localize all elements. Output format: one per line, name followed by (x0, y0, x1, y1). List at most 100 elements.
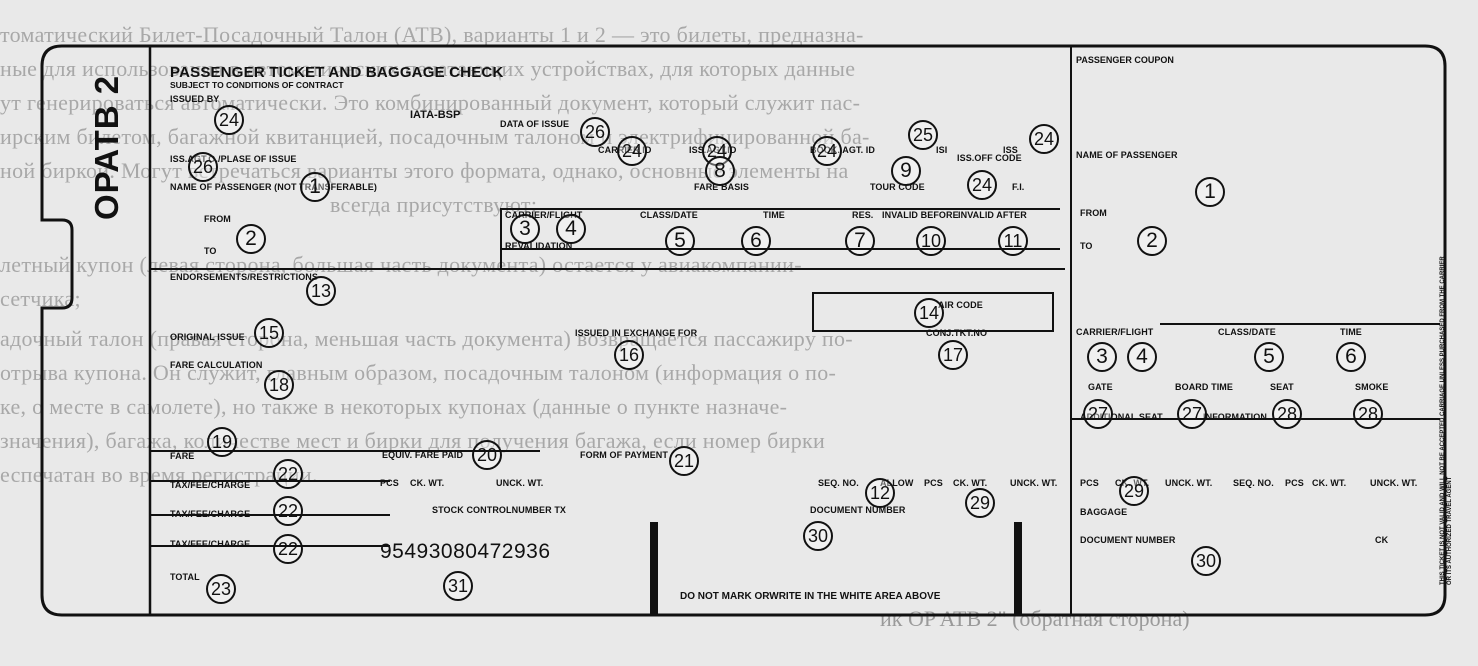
label-r-smoke: SMOKE (1355, 382, 1389, 392)
ticket-side-label: OPATB 2 (88, 74, 125, 220)
divider-line (500, 248, 1060, 250)
label-fare-calculation: FARE CALCULATION (170, 360, 263, 370)
label-issued-by: ISSUED BY (170, 94, 220, 104)
label-allow: ALLOW (880, 478, 914, 488)
marker-m-fare-basis: 8 (705, 156, 735, 186)
label-pcs: PCS (380, 478, 399, 488)
thick-bar (650, 522, 658, 614)
marker-m-tour: 9 (891, 156, 921, 186)
label-pcs2: PCS (924, 478, 943, 488)
label-ck-wt2: CK. WT. (953, 478, 988, 488)
label-isi: ISI (936, 145, 948, 155)
thick-bar (1014, 522, 1022, 614)
marker-m-date-issue: 26 (580, 117, 610, 147)
label-date-of-issue: DATA OF ISSUE (500, 119, 570, 129)
marker-m-carrier: 3 (510, 214, 540, 244)
marker-m-fare-calc: 18 (264, 370, 294, 400)
label-total: TOTAL (170, 572, 200, 582)
label-unck-wt2: UNCK. WT. (1010, 478, 1058, 488)
marker-m-tax2: 22 (273, 496, 303, 526)
label-to: TO (204, 246, 217, 256)
label-r-information: INFORMATION (1203, 412, 1267, 422)
label-r-unck-wt: UNCK. WT. (1165, 478, 1213, 488)
label-seq-no: SEQ. NO. (818, 478, 859, 488)
marker-m-orig-issue: 15 (254, 318, 284, 348)
passenger-coupon-title: PASSENGER COUPON (1076, 55, 1174, 65)
label-r-ck: CK (1375, 535, 1389, 545)
marker-m-endorse: 13 (306, 276, 336, 306)
label-document-number: DOCUMENT NUMBER (810, 505, 906, 515)
label-res: RES. (852, 210, 874, 220)
label-r-time: TIME (1340, 327, 1362, 337)
divider-line (1070, 300, 1072, 420)
label-form-of-payment: FORM OF PAYMENT (580, 450, 669, 460)
stock-number: 95493080472936 (380, 540, 551, 563)
label-from: FROM (204, 214, 231, 224)
iata-label: IATA-BSP (410, 109, 461, 121)
label-r-from: FROM (1080, 208, 1107, 218)
divider-line (812, 330, 1052, 332)
marker-r-seat: 28 (1272, 399, 1302, 429)
background-line: всегда присутствуют: (330, 192, 538, 217)
label-endorsements: ENDORSEMENTS/RESTRICTIONS (170, 272, 319, 282)
marker-r-flight: 4 (1127, 342, 1157, 372)
marker-m-iss: 24 (1029, 124, 1059, 154)
marker-m-res: 7 (845, 226, 875, 256)
marker-m-allow: 12 (865, 478, 895, 508)
label-stock-control: STOCK CONTROLNUMBER TX (432, 505, 567, 515)
ticket-subtitle: SUBJECT TO CONDITIONS OF CONTRACT (170, 80, 344, 90)
label-original-issue: ORIGINAL ISSUE (170, 332, 245, 342)
marker-m-tax3: 22 (273, 534, 303, 564)
marker-m-flight: 4 (556, 214, 586, 244)
marker-r-to: 2 (1137, 226, 1167, 256)
marker-m-iss-place: 26 (188, 152, 218, 182)
label-fi: F.I. (1012, 182, 1025, 192)
marker-m-form-pay: 21 (669, 446, 699, 476)
marker-m-equiv: 20 (472, 440, 502, 470)
divider-line (1160, 323, 1440, 325)
marker-r-carrier: 3 (1087, 342, 1117, 372)
label-unck-wt: UNCK. WT. (496, 478, 544, 488)
divider-line (150, 514, 390, 516)
marker-r-doc: 30 (1191, 546, 1221, 576)
divider-line (150, 450, 540, 452)
divider-line (1070, 418, 1440, 420)
marker-m-stock: 31 (443, 571, 473, 601)
marker-r-board: 27 (1177, 399, 1207, 429)
marker-m-iss-off: 24 (967, 170, 997, 200)
background-line: еспечатан во время регистрации. (0, 462, 318, 487)
background-line: летный купон (левая сторона, большая час… (0, 252, 802, 277)
marker-r-gate: 27 (1083, 399, 1113, 429)
label-r-name: NAME OF PASSENGER (1076, 150, 1178, 160)
label-issued-in-exchange: ISSUED IN EXCHANGE FOR (575, 328, 698, 338)
marker-r-smoke: 28 (1353, 399, 1383, 429)
divider-line (1052, 292, 1054, 332)
marker-m-doc: 30 (803, 521, 833, 551)
label-tax1: TAX/FEE/CHARGE (170, 480, 251, 490)
label-r-pcs2: PCS (1285, 478, 1304, 488)
marker-m-time: 6 (741, 226, 771, 256)
label-fare: FARE (170, 451, 195, 461)
divider-line (545, 268, 1065, 270)
background-line: адочный талон (правая сторона, меньшая ч… (0, 326, 853, 351)
label-name-not-transferable: NAME OF PASSENGER (NOT TRANSFERABLE) (170, 182, 377, 192)
label-r-additional-seat: ADDITIONAL SEAT (1080, 412, 1163, 422)
label-iss-off-code: ISS.OFF CODE (957, 153, 1022, 163)
vertical-note: THIS TICKET IS NOT VALID AND WILL NOT BE… (1440, 256, 1453, 585)
label-invalid-before: INVALID BEFORE (882, 210, 959, 220)
label-r-ck-wt2: CK. WT. (1312, 478, 1347, 488)
label-conj-tkt-no: CONJ.TKT.NO (926, 328, 988, 338)
background-line: ут генерироваться автоматически. Это ком… (0, 90, 861, 115)
label-r-to: TO (1080, 241, 1093, 251)
label-carrier-flight: CARRIER/FLIGHT (505, 210, 583, 220)
marker-r-ckwt: 29 (1119, 476, 1149, 506)
label-r-board-time: BOARD TIME (1175, 382, 1233, 392)
warning-text: DO NOT MARK ORWRITE IN THE WHITE AREA AB… (680, 591, 941, 602)
label-r-document-number: DOCUMENT NUMBER (1080, 535, 1176, 545)
marker-m-ckwt: 29 (965, 488, 995, 518)
background-line: ные для использования в автоматических п… (0, 56, 856, 81)
background-line: ке, о месте в самолете), но также в неко… (0, 394, 788, 419)
marker-m-isi: 25 (908, 120, 938, 150)
label-r-pcs: PCS (1080, 478, 1099, 488)
